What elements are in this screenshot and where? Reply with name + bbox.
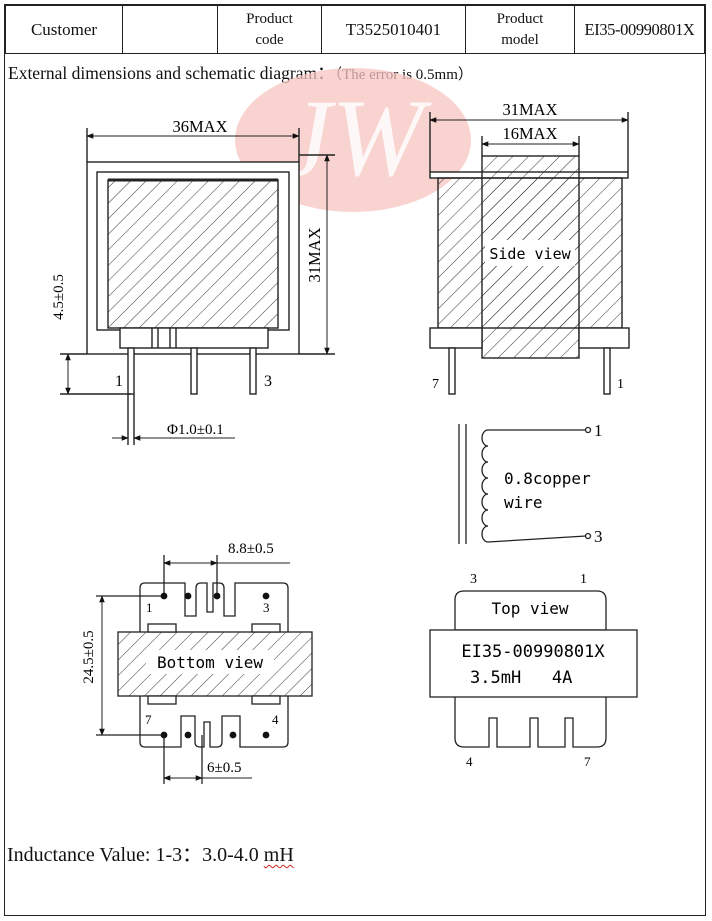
product-model-value: EI35-00990801X bbox=[574, 5, 705, 54]
top-view-rating: 3.5mH 4A bbox=[470, 668, 572, 688]
schematic-symbol bbox=[458, 424, 592, 544]
svg-text:JW: JW bbox=[283, 77, 432, 199]
front-width-dim: 36MAX bbox=[172, 117, 227, 136]
top-pin-bottom-left: 4 bbox=[466, 754, 473, 769]
top-view-label: Top view bbox=[491, 599, 568, 618]
customer-value bbox=[122, 5, 218, 54]
top-pin-top-right: 1 bbox=[580, 572, 587, 587]
front-pin-left-label: 1 bbox=[115, 373, 123, 390]
bottom-view-label: Bottom view bbox=[157, 653, 263, 672]
schematic-wire-line2: wire bbox=[504, 493, 543, 512]
side-pin-right-label: 1 bbox=[617, 377, 624, 392]
bottom-pin-br-label: 4 bbox=[272, 712, 279, 727]
side-inner-dim: 16MAX bbox=[502, 124, 557, 143]
front-view bbox=[60, 128, 335, 445]
front-height-dim: 31MAX bbox=[305, 227, 324, 282]
bottom-view-pins bbox=[160, 592, 270, 739]
front-pin-length-dim: 4.5±0.5 bbox=[51, 274, 67, 320]
bottom-view-label-bg bbox=[146, 650, 274, 674]
top-view bbox=[429, 590, 638, 748]
schematic-pin-top: 1 bbox=[594, 421, 603, 440]
bottom-pin-tl-label: 1 bbox=[146, 600, 153, 615]
schematic-wire-line1: 0.8copper bbox=[504, 469, 591, 488]
bottom-pin-tr-label: 3 bbox=[263, 600, 270, 615]
top-pin-top-left: 3 bbox=[470, 572, 477, 587]
top-pin-bottom-right: 7 bbox=[584, 754, 591, 769]
side-view-label: Side view bbox=[489, 245, 571, 263]
side-pin-left-label: 7 bbox=[432, 377, 439, 392]
customer-label: Customer bbox=[5, 5, 123, 54]
schematic-pin-bottom: 3 bbox=[594, 527, 603, 546]
bottom-pin-bl-label: 7 bbox=[145, 712, 152, 727]
front-pin-diameter-dim: Φ1.0±0.1 bbox=[167, 422, 224, 438]
side-view-label-bg bbox=[485, 240, 575, 266]
bottom-height-dim: 24.5±0.5 bbox=[81, 630, 97, 683]
bottom-pitch-top-dim: 8.8±0.5 bbox=[228, 541, 274, 557]
bottom-pitch-bottom-dim: 6±0.5 bbox=[207, 760, 241, 776]
top-view-model-text: EI35-00990801X bbox=[461, 642, 605, 662]
inductance-value: 3.0-4.0 bbox=[202, 844, 264, 866]
inductance-label: Inductance Value: 1-3： bbox=[7, 844, 203, 866]
front-pin-right-label: 3 bbox=[264, 373, 272, 390]
side-outer-dim: 31MAX bbox=[502, 100, 557, 119]
inductance-unit: mH bbox=[263, 844, 294, 866]
inductance-spec: Inductance Value: 1-3：3.0-4.0 mH bbox=[7, 838, 294, 867]
product-code-value: T3525010401 bbox=[321, 5, 466, 54]
